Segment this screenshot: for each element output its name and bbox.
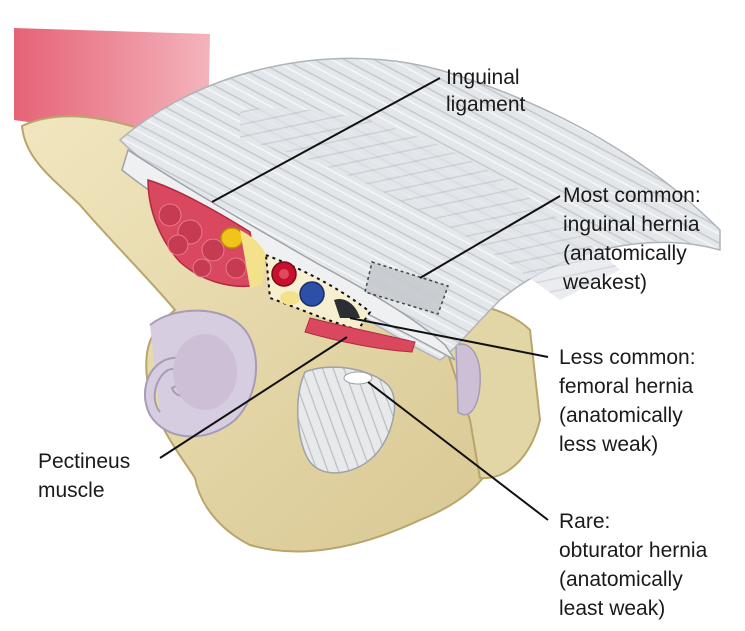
label-femoral-hernia: Less common: femoral hernia (anatomicall…: [559, 346, 701, 456]
obturator-canal: [344, 372, 372, 384]
femoral-artery-lumen: [279, 269, 289, 279]
label-obturator-hernia: Rare: obturator hernia (anatomically lea…: [559, 510, 713, 620]
label-pectineus: Pectineus muscle: [38, 450, 136, 502]
femoral-vein: [300, 282, 324, 306]
acetabular-fossa: [173, 334, 237, 410]
femoral-nerve: [221, 228, 243, 248]
lymph-fat: [280, 291, 300, 305]
